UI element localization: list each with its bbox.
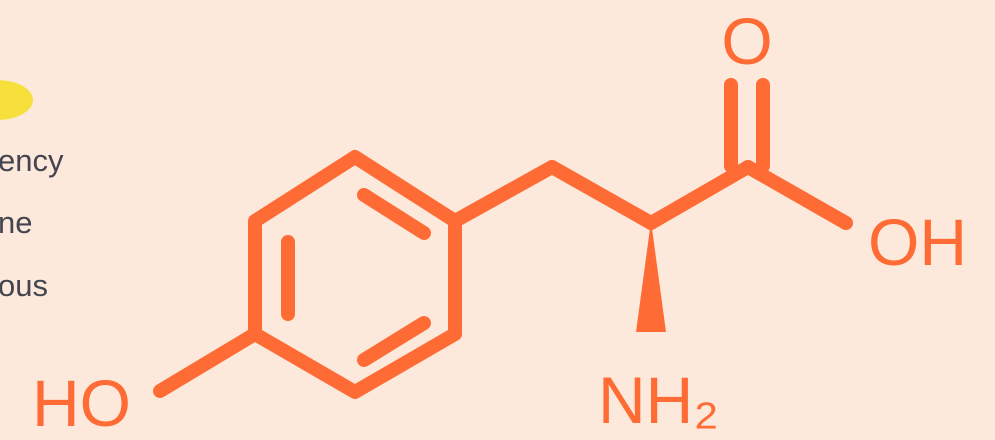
bond-ring-ch2 <box>448 160 559 228</box>
wedge-bond-amine <box>636 221 666 332</box>
bond-carboxyl-hydroxyl <box>741 160 853 230</box>
bond-ring-hydroxyl <box>153 327 262 398</box>
yellow-highlight-blob <box>0 80 33 120</box>
label-amine: NH₂ <box>598 363 719 437</box>
label-carbonyl-oxygen: O <box>721 4 772 78</box>
ring-double-bond-bottom <box>357 316 431 367</box>
bond-ch2-alpha <box>545 160 658 230</box>
label-hydroxyl-left: HO <box>32 366 131 440</box>
atom-labels: HO O OH NH₂ <box>32 4 967 440</box>
label-hydroxyl-right: OH <box>868 205 967 279</box>
cropped-text-line-2: ne <box>0 205 33 240</box>
cropped-text-line-1: ency <box>0 143 64 178</box>
bond-lines <box>153 78 853 399</box>
bond-alpha-carboxyl <box>644 160 755 230</box>
cropped-text-line-3: ous <box>0 268 48 303</box>
ring-double-bond-top <box>357 188 431 240</box>
